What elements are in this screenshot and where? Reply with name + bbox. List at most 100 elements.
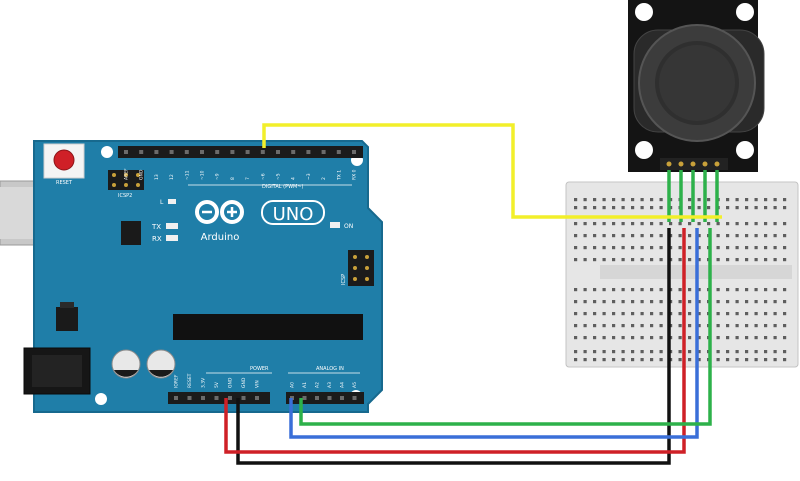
breadboard-hole: [612, 358, 616, 362]
breadboard-hole: [773, 300, 777, 304]
breadboard-hole: [678, 222, 682, 226]
breadboard-hole: [659, 350, 663, 354]
pin-hole: [228, 396, 232, 400]
breadboard-hole: [735, 206, 739, 210]
breadboard-hole: [745, 206, 749, 210]
arduino-logo-icon: [195, 200, 244, 224]
breadboard-hole: [574, 312, 578, 316]
breadboard-hole: [764, 336, 768, 340]
breadboard-hole: [631, 312, 635, 316]
breadboard-hole: [621, 198, 625, 202]
breadboard-hole: [726, 234, 730, 238]
pin-hole: [291, 150, 296, 154]
uno-badge: [261, 200, 325, 225]
breadboard-hole: [612, 206, 616, 210]
breadboard-hole: [716, 234, 720, 238]
tx-label: TX: [151, 223, 161, 231]
pin-label: 12: [169, 174, 175, 180]
pin-hole: [241, 396, 246, 400]
breadboard-hole: [593, 288, 597, 292]
breadboard-hole: [640, 336, 644, 340]
pin-hole: [352, 150, 356, 154]
breadboard-hole: [659, 288, 663, 292]
breadboard-hole: [640, 198, 644, 202]
breadboard-hole: [583, 300, 587, 304]
breadboard-hole: [707, 198, 711, 202]
breadboard-hole: [659, 336, 663, 340]
breadboard-hole: [659, 198, 663, 202]
breadboard-hole: [650, 324, 654, 328]
breadboard-hole: [726, 206, 730, 210]
breadboard-hole: [631, 222, 635, 226]
breadboard-hole: [764, 234, 768, 238]
breadboard-hole: [697, 350, 701, 354]
on-label: ON: [344, 223, 353, 230]
breadboard-hole: [773, 312, 777, 316]
breadboard-hole: [783, 234, 787, 238]
breadboard-hole: [678, 258, 682, 262]
breadboard-hole: [688, 358, 692, 362]
breadboard-hole: [678, 324, 682, 328]
breadboard-hole: [659, 206, 663, 210]
joystick-pin-header: [660, 158, 728, 170]
breadboard-hole: [574, 246, 578, 250]
breadboard-hole: [716, 324, 720, 328]
breadboard-hole: [574, 350, 578, 354]
breadboard-hole: [659, 222, 663, 226]
breadboard-hole: [640, 222, 644, 226]
breadboard-hole: [697, 222, 701, 226]
breadboard-hole: [631, 246, 635, 250]
breadboard-hole: [726, 336, 730, 340]
breadboard-hole: [688, 288, 692, 292]
breadboard-hole: [754, 312, 758, 316]
breadboard-hole: [764, 222, 768, 226]
breadboard-hole: [688, 312, 692, 316]
pin-label: ~3: [306, 173, 312, 180]
breadboard-hole: [583, 198, 587, 202]
breadboard-hole: [783, 258, 787, 262]
breadboard-hole: [621, 324, 625, 328]
breadboard-hole: [783, 358, 787, 362]
pin-label: 5V: [214, 381, 220, 388]
breadboard-hole: [726, 288, 730, 292]
breadboard-hole: [745, 324, 749, 328]
wire-red: [224, 228, 686, 454]
breadboard-hole: [688, 234, 692, 238]
breadboard-hole: [583, 358, 587, 362]
breadboard-hole: [678, 358, 682, 362]
breadboard-hole: [602, 288, 606, 292]
breadboard-hole: [745, 198, 749, 202]
breadboard-hole: [574, 206, 578, 210]
breadboard-hole: [745, 288, 749, 292]
pin-label: ~10: [200, 170, 206, 180]
breadboard-hole: [773, 246, 777, 250]
pin-hole: [124, 150, 128, 154]
arduino-brand-label: Arduino: [201, 232, 240, 243]
breadboard-hole: [716, 288, 720, 292]
breadboard-hole: [764, 258, 768, 262]
breadboard-hole: [688, 324, 692, 328]
breadboard-hole: [621, 300, 625, 304]
breadboard-hole: [745, 300, 749, 304]
breadboard-hole: [697, 258, 701, 262]
breadboard-hole: [754, 324, 758, 328]
breadboard-hole: [697, 246, 701, 250]
breadboard-hole: [659, 258, 663, 262]
breadboard-hole: [745, 336, 749, 340]
breadboard-hole: [726, 222, 730, 226]
breadboard-hole: [602, 198, 606, 202]
breadboard-hole: [716, 222, 720, 226]
breadboard-hole: [602, 358, 606, 362]
breadboard-hole: [688, 206, 692, 210]
breadboard-hole: [640, 288, 644, 292]
breadboard-hole: [764, 246, 768, 250]
pin-label: ~11: [184, 170, 190, 180]
mounting-hole: [101, 146, 113, 158]
breadboard-hole: [716, 300, 720, 304]
led-rx: [166, 235, 178, 241]
breadboard-hole: [574, 324, 578, 328]
power-label: POWER: [250, 366, 269, 372]
breadboard-hole: [640, 350, 644, 354]
breadboard-hole: [621, 234, 625, 238]
breadboard-hole: [735, 324, 739, 328]
